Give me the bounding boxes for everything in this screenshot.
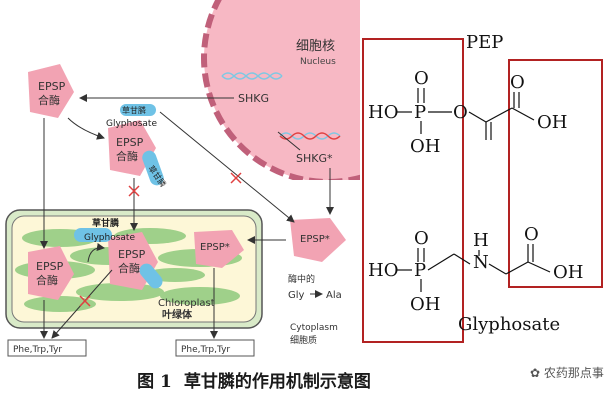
- svg-text:OH: OH: [410, 294, 440, 315]
- nucleus-label-en: Nucleus: [300, 57, 336, 67]
- shkg-label: SHKG: [238, 92, 269, 105]
- svg-text:HO: HO: [368, 102, 398, 123]
- svg-text:Phe,Trp,Tyr: Phe,Trp,Tyr: [181, 345, 230, 355]
- svg-text:OH: OH: [553, 262, 583, 283]
- svg-text:OH: OH: [410, 136, 440, 157]
- svg-text:Glyphosate: Glyphosate: [106, 119, 157, 129]
- phosphonate-highlight-box: [362, 38, 464, 343]
- svg-text:N: N: [473, 252, 489, 273]
- svg-text:EPSP: EPSP: [36, 260, 64, 273]
- svg-text:OH: OH: [537, 112, 567, 133]
- carboxyl-highlight-box: [508, 59, 603, 288]
- epsp-mutant-chloro: EPSP*: [194, 230, 244, 268]
- chloroplast-label-en: Chloroplast: [158, 298, 215, 309]
- cytoplasm-label-en: Cytoplasm: [290, 323, 338, 333]
- ala-label: Ala: [326, 290, 342, 301]
- gly-label: Gly: [288, 290, 305, 301]
- structure-panel: PEP HO P O OH O O OH HO P: [362, 32, 603, 343]
- glyphosate-structure: HO P O OH N H O OH: [368, 224, 583, 315]
- svg-text:合酶: 合酶: [36, 273, 58, 287]
- shkg-mutant-label: SHKG*: [296, 152, 333, 165]
- dna-strand-shkg: [221, 72, 283, 80]
- cytoplasm-label-cn: 细胞质: [290, 334, 317, 346]
- glyphosate-molecule-4: [139, 263, 163, 289]
- figure-number: 图 1: [137, 372, 172, 392]
- inhibition-marks: [79, 172, 242, 307]
- svg-text:P: P: [414, 102, 426, 123]
- dna-strand-shkg-mutant: [279, 132, 341, 140]
- chloroplast-label-cn: 叶绿体: [162, 308, 193, 321]
- products-box-left: Phe,Trp,Tyr: [7, 339, 87, 357]
- svg-text:EPSP: EPSP: [38, 80, 66, 93]
- pep-title: PEP: [466, 32, 503, 53]
- glyphosate-molecule-3: 草甘膦 Glyphosate: [74, 217, 135, 243]
- svg-text:H: H: [473, 230, 489, 251]
- epsp-mutant-cytoplasm: EPSP*: [290, 218, 346, 262]
- svg-text:合酶: 合酶: [38, 93, 60, 107]
- figure-caption: 图 1 草甘膦的作用机制示意图: [0, 367, 520, 392]
- svg-text:草甘膦: 草甘膦: [92, 217, 119, 229]
- svg-text:合酶: 合酶: [116, 149, 138, 163]
- svg-text:O: O: [524, 224, 539, 245]
- figure-title: 草甘膦的作用机制示意图: [183, 372, 371, 392]
- svg-text:P: P: [414, 260, 426, 281]
- svg-text:HO: HO: [368, 260, 398, 281]
- nucleus: [201, 0, 360, 180]
- pathway-arrows: [40, 94, 334, 339]
- pep-structure: HO P O OH O O OH: [368, 68, 567, 157]
- glyphosate-title: Glyphosate: [458, 314, 560, 335]
- glyphosate-molecule-1: 草甘膦 Glyphosate: [106, 104, 157, 129]
- glyphosate-molecule-2: 草甘膦: [142, 150, 168, 189]
- svg-text:合酶: 合酶: [118, 261, 140, 275]
- svg-text:O: O: [414, 228, 429, 249]
- watermark: ✿ 农药那点事: [530, 364, 604, 381]
- wechat-icon: ✿: [530, 366, 541, 380]
- enzyme-in-label: 酶中的: [288, 273, 315, 285]
- svg-text:O: O: [414, 68, 429, 89]
- products-box-right: Phe,Trp,Tyr: [175, 339, 255, 357]
- svg-text:EPSP*: EPSP*: [300, 234, 330, 245]
- watermark-text: 农药那点事: [543, 366, 604, 380]
- svg-text:O: O: [453, 102, 468, 123]
- epsp-enzyme-top: EPSP 合酶: [28, 64, 74, 118]
- svg-text:草甘膦: 草甘膦: [122, 105, 146, 115]
- svg-text:Phe,Trp,Tyr: Phe,Trp,Tyr: [13, 345, 62, 355]
- svg-text:EPSP: EPSP: [118, 248, 146, 261]
- svg-text:EPSP: EPSP: [116, 136, 144, 149]
- svg-text:EPSP*: EPSP*: [200, 242, 230, 253]
- svg-text:Glyphosate: Glyphosate: [84, 233, 135, 243]
- nucleus-label-cn: 细胞核: [296, 39, 335, 54]
- epsp-enzyme-chloro-1: EPSP 合酶: [28, 246, 74, 300]
- svg-text:O: O: [510, 72, 525, 93]
